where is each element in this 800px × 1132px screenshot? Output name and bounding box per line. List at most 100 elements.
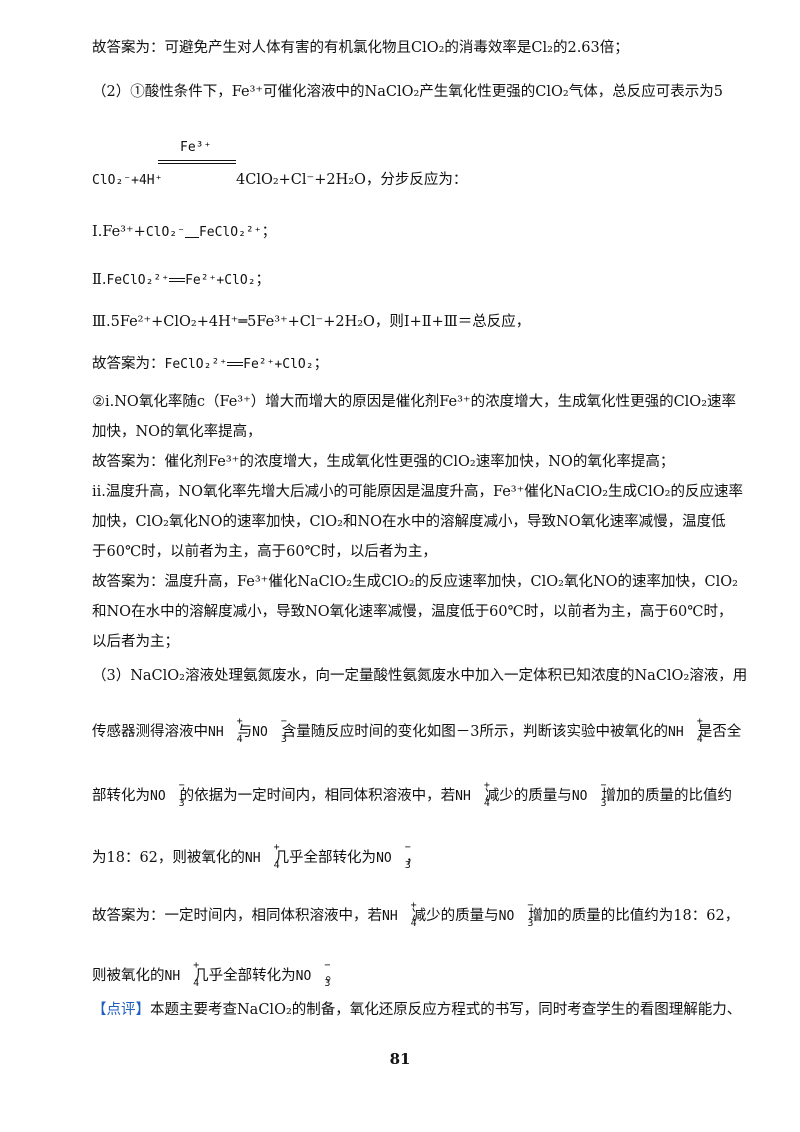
ion-part: 4 xyxy=(193,977,200,989)
ion-part: + xyxy=(410,899,417,911)
ion-part: 3 xyxy=(324,977,331,989)
no3-ion: NO− 3 xyxy=(295,960,331,988)
ion-part: 3 xyxy=(527,917,534,929)
ion-part: NH xyxy=(668,724,684,740)
ion-part: NH xyxy=(455,788,471,804)
ans2-suffix: ； xyxy=(313,356,329,372)
p3-2b: 与 xyxy=(237,724,253,740)
part2-ii-answer-3: 以后者为主； xyxy=(92,634,179,650)
step1-prefix: Ⅰ.Fe³⁺+ xyxy=(92,224,146,240)
step-2: Ⅱ.FeClO₂²⁺ Fe²⁺+ClO₂； xyxy=(92,270,270,291)
step2-suffix: ； xyxy=(255,272,271,288)
answer-2: 故答案为：FeClO₂²⁺ Fe²⁺+ClO₂； xyxy=(92,354,328,375)
ion-part: NO xyxy=(376,850,392,866)
ion-part: NO xyxy=(295,968,312,984)
nh4-ion: NH +4 xyxy=(208,716,243,744)
step2-reactant: FeClO₂²⁺ xyxy=(106,273,170,288)
nh4-ion: NH+4 xyxy=(455,780,490,808)
nh4-ion: NH +4 xyxy=(164,960,200,988)
step-3: Ⅲ.5Fe²⁺+ClO₂+4H⁺═5Fe³⁺+Cl⁻+2H₂O，则Ⅰ+Ⅱ+Ⅲ＝总… xyxy=(92,314,531,330)
part2-ii-answer-2: 和NO在水中的溶解度减小，导致NO氧化速率减慢，温度低于60℃时，以前者为主，高… xyxy=(92,604,733,620)
step1-reactant: ClO₂⁻ xyxy=(145,225,185,240)
no3-ion: NO− 3 xyxy=(150,780,185,808)
ion-part: NO xyxy=(498,908,515,924)
ion-part: NH xyxy=(244,850,261,866)
catalyst-label: Fe³⁺ xyxy=(180,140,212,155)
comment-text: 本题主要考查NaClO₂的制备，氧化还原反应方程式的书写，同时考查学生的看图理解… xyxy=(150,1002,742,1018)
overall-equation-right: 4ClO₂+Cl⁻+2H₂O，分步反应为： xyxy=(236,172,468,188)
ion-part: 3 xyxy=(600,797,607,809)
step1-product: FeClO₂²⁺ xyxy=(198,225,262,240)
part2-ii-line1: ii.温度升高，NO氧化率先增大后减小的可能原因是温度升高，Fe³⁺催化NaCl… xyxy=(92,484,743,500)
ion-part: + xyxy=(236,715,243,727)
ans3-1c: 增加的质量的比值约为18：62， xyxy=(528,908,740,924)
ans3-2a: 则被氧化的 xyxy=(92,968,165,984)
eq-left: ClO₂⁻+4H⁺ xyxy=(92,173,163,188)
p3-4c: ， xyxy=(405,850,421,866)
ion-part: + xyxy=(193,959,200,971)
answer-line-1: 故答案为：可避免产生对人体有害的有机氯化物且ClO₂的消毒效率是Cl₂的2.63… xyxy=(92,40,629,56)
part2-i-line2: 加快，NO的氧化率提高， xyxy=(92,424,262,440)
ion-part: − xyxy=(404,841,411,853)
ans2-product: Fe²⁺+ClO₂ xyxy=(243,357,314,372)
ion-part: 4 xyxy=(236,733,243,745)
ion-part: − xyxy=(600,779,607,791)
nh4-ion: NH +4 xyxy=(668,716,703,744)
part2-ii-line3: 于60℃时，以前者为主，高于60℃时，以后者为主， xyxy=(92,544,437,560)
ion-part: 3 xyxy=(404,859,411,871)
p3-4b: 几乎全部转化为 xyxy=(274,850,377,866)
ion-part: NO xyxy=(571,788,588,804)
comment-line: 【点评】本题主要考查NaClO₂的制备，氧化还原反应方程式的书写，同时考查学生的… xyxy=(92,1000,741,1020)
ion-part: − xyxy=(280,715,287,727)
ion-part: + xyxy=(273,841,280,853)
no3-ion: NO−3 xyxy=(252,716,287,744)
p3-2d: 是否全 xyxy=(697,724,742,740)
overall-equation-left: ClO₂⁻+4H⁺ xyxy=(92,170,162,191)
p3-2a: 传感器测得溶液中 xyxy=(92,724,208,740)
p3-4a: 为18：62，则被氧化的 xyxy=(92,850,245,866)
comment-tag: 【点评】 xyxy=(92,1002,150,1018)
p3-3b: 的依据为一定时间内，相同体积溶液中，若 xyxy=(179,788,456,804)
ans3-1b: 减少的质量与 xyxy=(411,908,499,924)
step2-prefix: Ⅱ. xyxy=(92,272,107,288)
ion-part: 4 xyxy=(273,859,280,871)
part2-ii-answer-1: 故答案为：温度升高，Fe³⁺催化NaClO₂生成ClO₂的反应速率加快，ClO₂… xyxy=(92,574,738,590)
p3-3a: 部转化为 xyxy=(92,788,150,804)
ion-part: 3 xyxy=(178,797,185,809)
no3-ion: NO− 3 xyxy=(376,842,411,870)
ion-part: NO xyxy=(150,788,166,804)
ans2-reactant: FeClO₂²⁺ xyxy=(164,357,228,372)
step2-product: Fe²⁺+ClO₂ xyxy=(185,273,256,288)
part2-intro: （2）①酸性条件下，Fe³⁺可催化溶液中的NaClO₂产生氧化性更强的ClO₂气… xyxy=(92,84,723,100)
ion-part: + xyxy=(696,715,703,727)
ion-part: NH xyxy=(208,724,224,740)
p3-3d: 增加的质量的比值约 xyxy=(601,788,732,804)
ion-part: NO xyxy=(252,724,268,740)
part2-i-line1: ②i.NO氧化率随c（Fe³⁺）增大而增大的原因是催化剂Fe³⁺的浓度增大，生成… xyxy=(92,394,737,410)
ans3-1a: 故答案为：一定时间内，相同体积溶液中，若 xyxy=(92,908,382,924)
ans2-prefix: 故答案为： xyxy=(92,356,165,372)
catalyst-arrow: Fe³⁺ xyxy=(158,140,236,170)
p3-2c: 含量随反应时间的变化如图－3所示，判断该实验中被氧化的 xyxy=(281,724,669,740)
ans3-2c: 。 xyxy=(325,968,340,984)
step-1: Ⅰ.Fe³⁺+ClO₂⁻FeClO₂²⁺； xyxy=(92,222,276,243)
no3-ion: NO−3 xyxy=(498,900,534,928)
part3-line1: （3）NaClO₂溶液处理氨氮废水，向一定量酸性氨氮废水中加入一定体积已知浓度的… xyxy=(92,668,748,684)
ion-part: + xyxy=(483,779,490,791)
no3-ion: NO− 3 xyxy=(571,780,607,808)
ion-part: − xyxy=(178,779,185,791)
ion-part: NH xyxy=(164,968,181,984)
part2-ii-line2: 加快，ClO₂氧化NO的速率加快，ClO₂和NO在水中的溶解度减小，导致NO氧化… xyxy=(92,514,726,530)
nh4-ion: NH +4 xyxy=(382,900,417,928)
ion-part: 4 xyxy=(410,917,417,929)
ion-part: NH xyxy=(382,908,398,924)
ion-part: 4 xyxy=(696,733,703,745)
ans3-2b: 几乎全部转化为 xyxy=(194,968,296,984)
ion-part: − xyxy=(324,959,331,971)
